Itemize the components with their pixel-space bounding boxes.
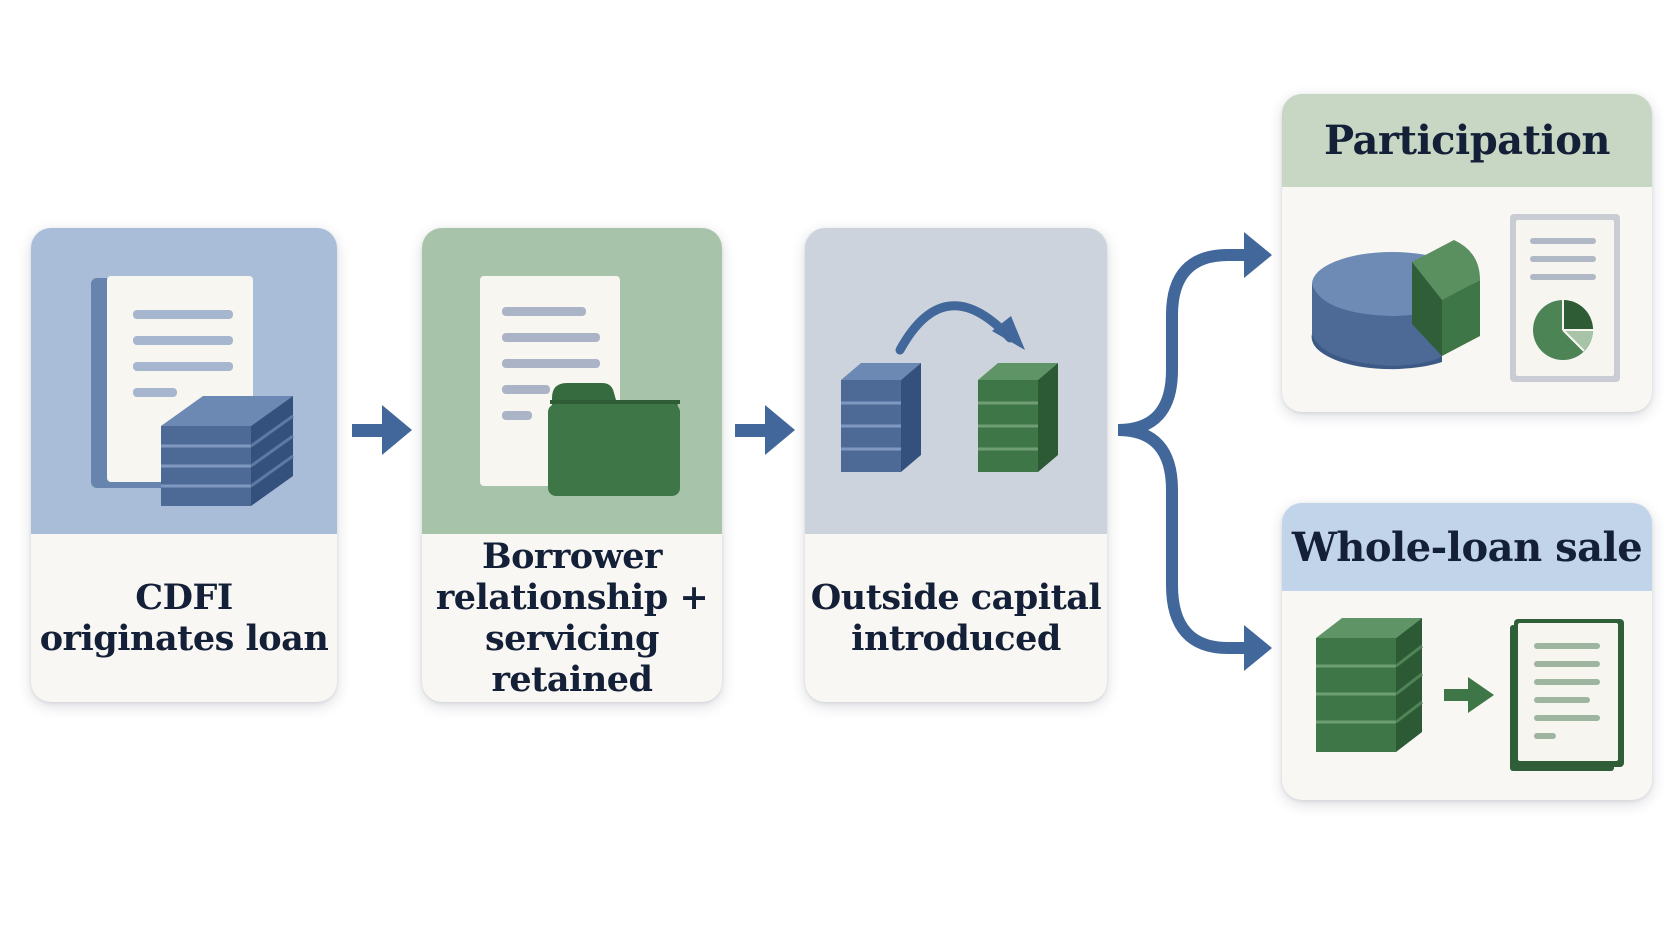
step-card-capital: Outside capital introduced [805,228,1107,702]
step-label: CDFI originates loan [31,534,337,702]
outcome-card-whole-loan-sale: Whole-loan sale [1282,503,1652,800]
step-label-text: CDFI originates loan [39,577,329,659]
outcome-card-participation: Participation [1282,94,1652,412]
step-card-originate: CDFI originates loan [31,228,337,702]
branch-connector [1117,232,1272,671]
outcome-header: Whole-loan sale [1282,503,1652,591]
capital-transfer-icon [841,301,1058,472]
outcome-header: Participation [1282,94,1652,187]
pie-share-icon [1311,214,1620,382]
step-label-text: Borrower relationship + servicing retain… [435,536,709,700]
arrow-step2-to-step3 [735,405,795,455]
document-folder-icon [480,276,680,496]
loan-document-stack-icon [91,276,294,506]
step-card-retained: Borrower relationship + servicing retain… [422,228,722,702]
step-label-text: Outside capital introduced [810,577,1102,659]
step-label: Borrower relationship + servicing retain… [422,534,722,702]
arrow-step1-to-step2 [352,405,412,455]
outcome-title: Whole-loan sale [1291,523,1643,571]
outcome-title: Participation [1323,117,1611,164]
stack-to-document-icon [1316,618,1624,771]
step-label: Outside capital introduced [805,534,1107,702]
